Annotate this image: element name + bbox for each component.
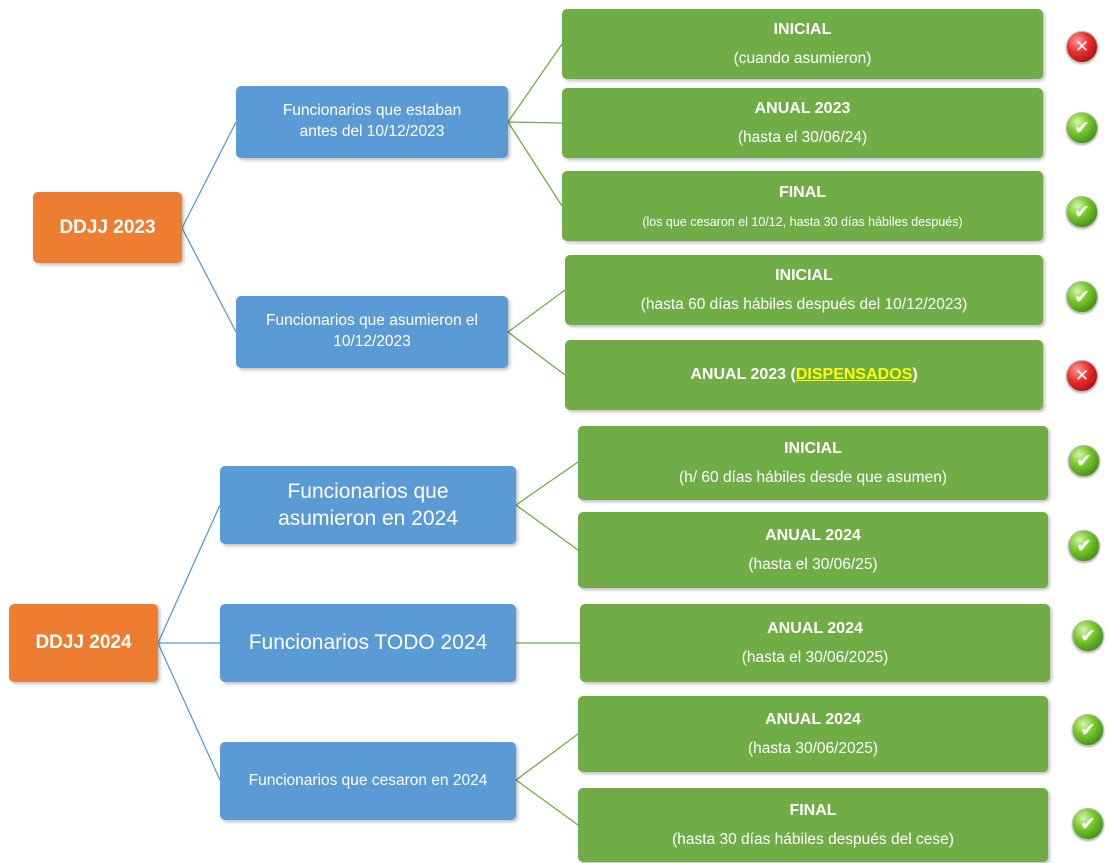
item-inicial-60-dias: INICIAL (hasta 60 días hábiles después d… bbox=[565, 255, 1043, 325]
x-mark-icon: ✕ bbox=[1066, 360, 1098, 392]
x-mark-icon: ✕ bbox=[1066, 31, 1098, 63]
group-label: Funcionarios que cesaron en 2024 bbox=[248, 771, 488, 789]
item-title: ANUAL 2024 bbox=[765, 710, 861, 728]
connector-line bbox=[157, 642, 221, 781]
root-node-ddjj-2023: DDJJ 2023 bbox=[33, 192, 182, 263]
item-anual-2024-b: ANUAL 2024 (hasta el 30/06/2025) bbox=[580, 604, 1050, 682]
connector-line bbox=[515, 733, 579, 781]
item-inicial-2024: INICIAL (h/ 60 días hábiles desde que as… bbox=[578, 426, 1048, 500]
group-label: Funcionarios TODO 2024 bbox=[248, 630, 488, 654]
group-label: Funcionarios que asumieron el 10/12/2023 bbox=[266, 312, 478, 350]
item-subtitle: (hasta 30 días hábiles después del cese) bbox=[672, 830, 954, 848]
item-title: INICIAL bbox=[775, 266, 833, 284]
item-title: INICIAL bbox=[773, 20, 832, 38]
item-title: ANUAL 2024 bbox=[765, 526, 861, 544]
item-title-suffix: ) bbox=[912, 366, 918, 383]
checkmark-icon: ✔ bbox=[1066, 281, 1098, 313]
item-subtitle: (h/ 60 días hábiles desde que asumen) bbox=[679, 468, 947, 486]
item-anual-2024-c: ANUAL 2024 (hasta 30/06/2025) bbox=[578, 696, 1048, 772]
item-anual-2024-a: ANUAL 2024 (hasta el 30/06/25) bbox=[578, 512, 1048, 588]
group-node-asumieron-10-12: Funcionarios que asumieron el 10/12/2023 bbox=[236, 296, 508, 368]
connector-line bbox=[507, 43, 563, 123]
root-node-ddjj-2024: DDJJ 2024 bbox=[9, 604, 158, 682]
root-label: DDJJ 2023 bbox=[59, 216, 156, 238]
checkmark-icon: ✔ bbox=[1068, 445, 1100, 477]
checkmark-icon: ✔ bbox=[1072, 620, 1104, 652]
connector-line bbox=[515, 504, 579, 551]
item-subtitle: (los que cesaron el 10/12, hasta 30 días… bbox=[642, 214, 963, 229]
group-label: Funcionarios que asumieron en 2024 bbox=[278, 479, 458, 530]
item-inicial-cuando-asumieron: INICIAL (cuando asumieron) bbox=[562, 9, 1043, 79]
checkmark-icon: ✔ bbox=[1068, 530, 1100, 562]
checkmark-icon: ✔ bbox=[1066, 196, 1098, 228]
checkmark-icon: ✔ bbox=[1072, 808, 1104, 840]
group-node-asumieron-2024: Funcionarios que asumieron en 2024 bbox=[220, 466, 516, 544]
item-anual-2023-dispensados: ANUAL 2023 (DISPENSADOS) bbox=[565, 340, 1043, 410]
item-title: FINAL bbox=[778, 183, 827, 201]
connector-line bbox=[507, 121, 563, 124]
connector-line bbox=[181, 227, 237, 333]
item-subtitle: (cuando asumieron) bbox=[733, 49, 872, 67]
item-final-2023: FINAL (los que cesaron el 10/12, hasta 3… bbox=[562, 171, 1043, 241]
item-title-prefix: ANUAL 2023 ( bbox=[690, 366, 796, 383]
connector-line bbox=[507, 289, 566, 333]
connector-line bbox=[515, 779, 579, 826]
root-label: DDJJ 2024 bbox=[35, 632, 132, 653]
item-title: ANUAL 2023 bbox=[754, 99, 851, 117]
item-subtitle: (hasta el 30/06/25) bbox=[748, 555, 878, 573]
group-node-antes: Funcionarios que estaban antes del 10/12… bbox=[236, 86, 508, 158]
connector-line bbox=[515, 461, 579, 506]
item-subtitle: (hasta el 30/06/24) bbox=[737, 128, 868, 146]
item-subtitle: (hasta 30/06/2025) bbox=[747, 739, 879, 757]
dispensados-highlight: DISPENSADOS bbox=[795, 366, 913, 383]
connector-line bbox=[507, 331, 566, 376]
checkmark-icon: ✔ bbox=[1066, 112, 1098, 144]
checkmark-icon: ✔ bbox=[1072, 714, 1104, 746]
group-label: Funcionarios que estaban antes del 10/12… bbox=[282, 102, 462, 140]
connector-line bbox=[181, 121, 237, 229]
item-anual-2023: ANUAL 2023 (hasta el 30/06/24) bbox=[562, 88, 1043, 158]
item-title: FINAL bbox=[789, 801, 837, 819]
item-title: INICIAL bbox=[784, 439, 842, 457]
group-node-todo-2024: Funcionarios TODO 2024 bbox=[220, 604, 516, 682]
item-title: ANUAL 2024 bbox=[767, 619, 863, 637]
item-final-2024: FINAL (hasta 30 días hábiles después del… bbox=[578, 788, 1048, 862]
item-title: ANUAL 2023 (DISPENSADOS) bbox=[690, 366, 917, 384]
group-node-cesaron-2024: Funcionarios que cesaron en 2024 bbox=[220, 742, 516, 820]
item-subtitle: (hasta 60 días hábiles después del 10/12… bbox=[640, 295, 968, 313]
connector-line bbox=[507, 121, 563, 207]
item-subtitle: (hasta el 30/06/2025) bbox=[741, 648, 889, 666]
connector-line bbox=[157, 504, 221, 644]
